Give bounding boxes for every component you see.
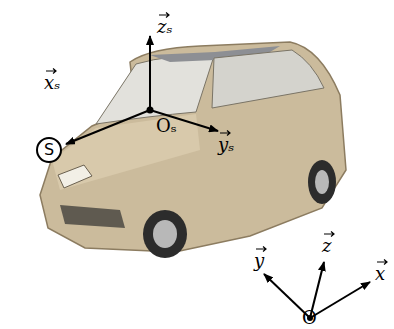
vector-arrow (46, 69, 56, 74)
axis-label: z (322, 237, 331, 255)
axis-label: xₛ (44, 74, 60, 92)
frame-name: S (44, 142, 54, 158)
axis-label: zₛ (157, 18, 173, 36)
frame-circle: S (36, 137, 62, 163)
origin-label: Oₛ (156, 117, 177, 135)
axis-label: yₛ (218, 136, 234, 154)
origin-label: O (302, 309, 317, 327)
vector-arrow (220, 131, 230, 136)
vector-arrow (377, 260, 387, 265)
vector-arrow (256, 247, 266, 252)
vector-arrow (159, 13, 169, 18)
axis-label: y (254, 252, 264, 270)
vector-arrow (324, 232, 334, 237)
axis-label: x (375, 265, 385, 283)
